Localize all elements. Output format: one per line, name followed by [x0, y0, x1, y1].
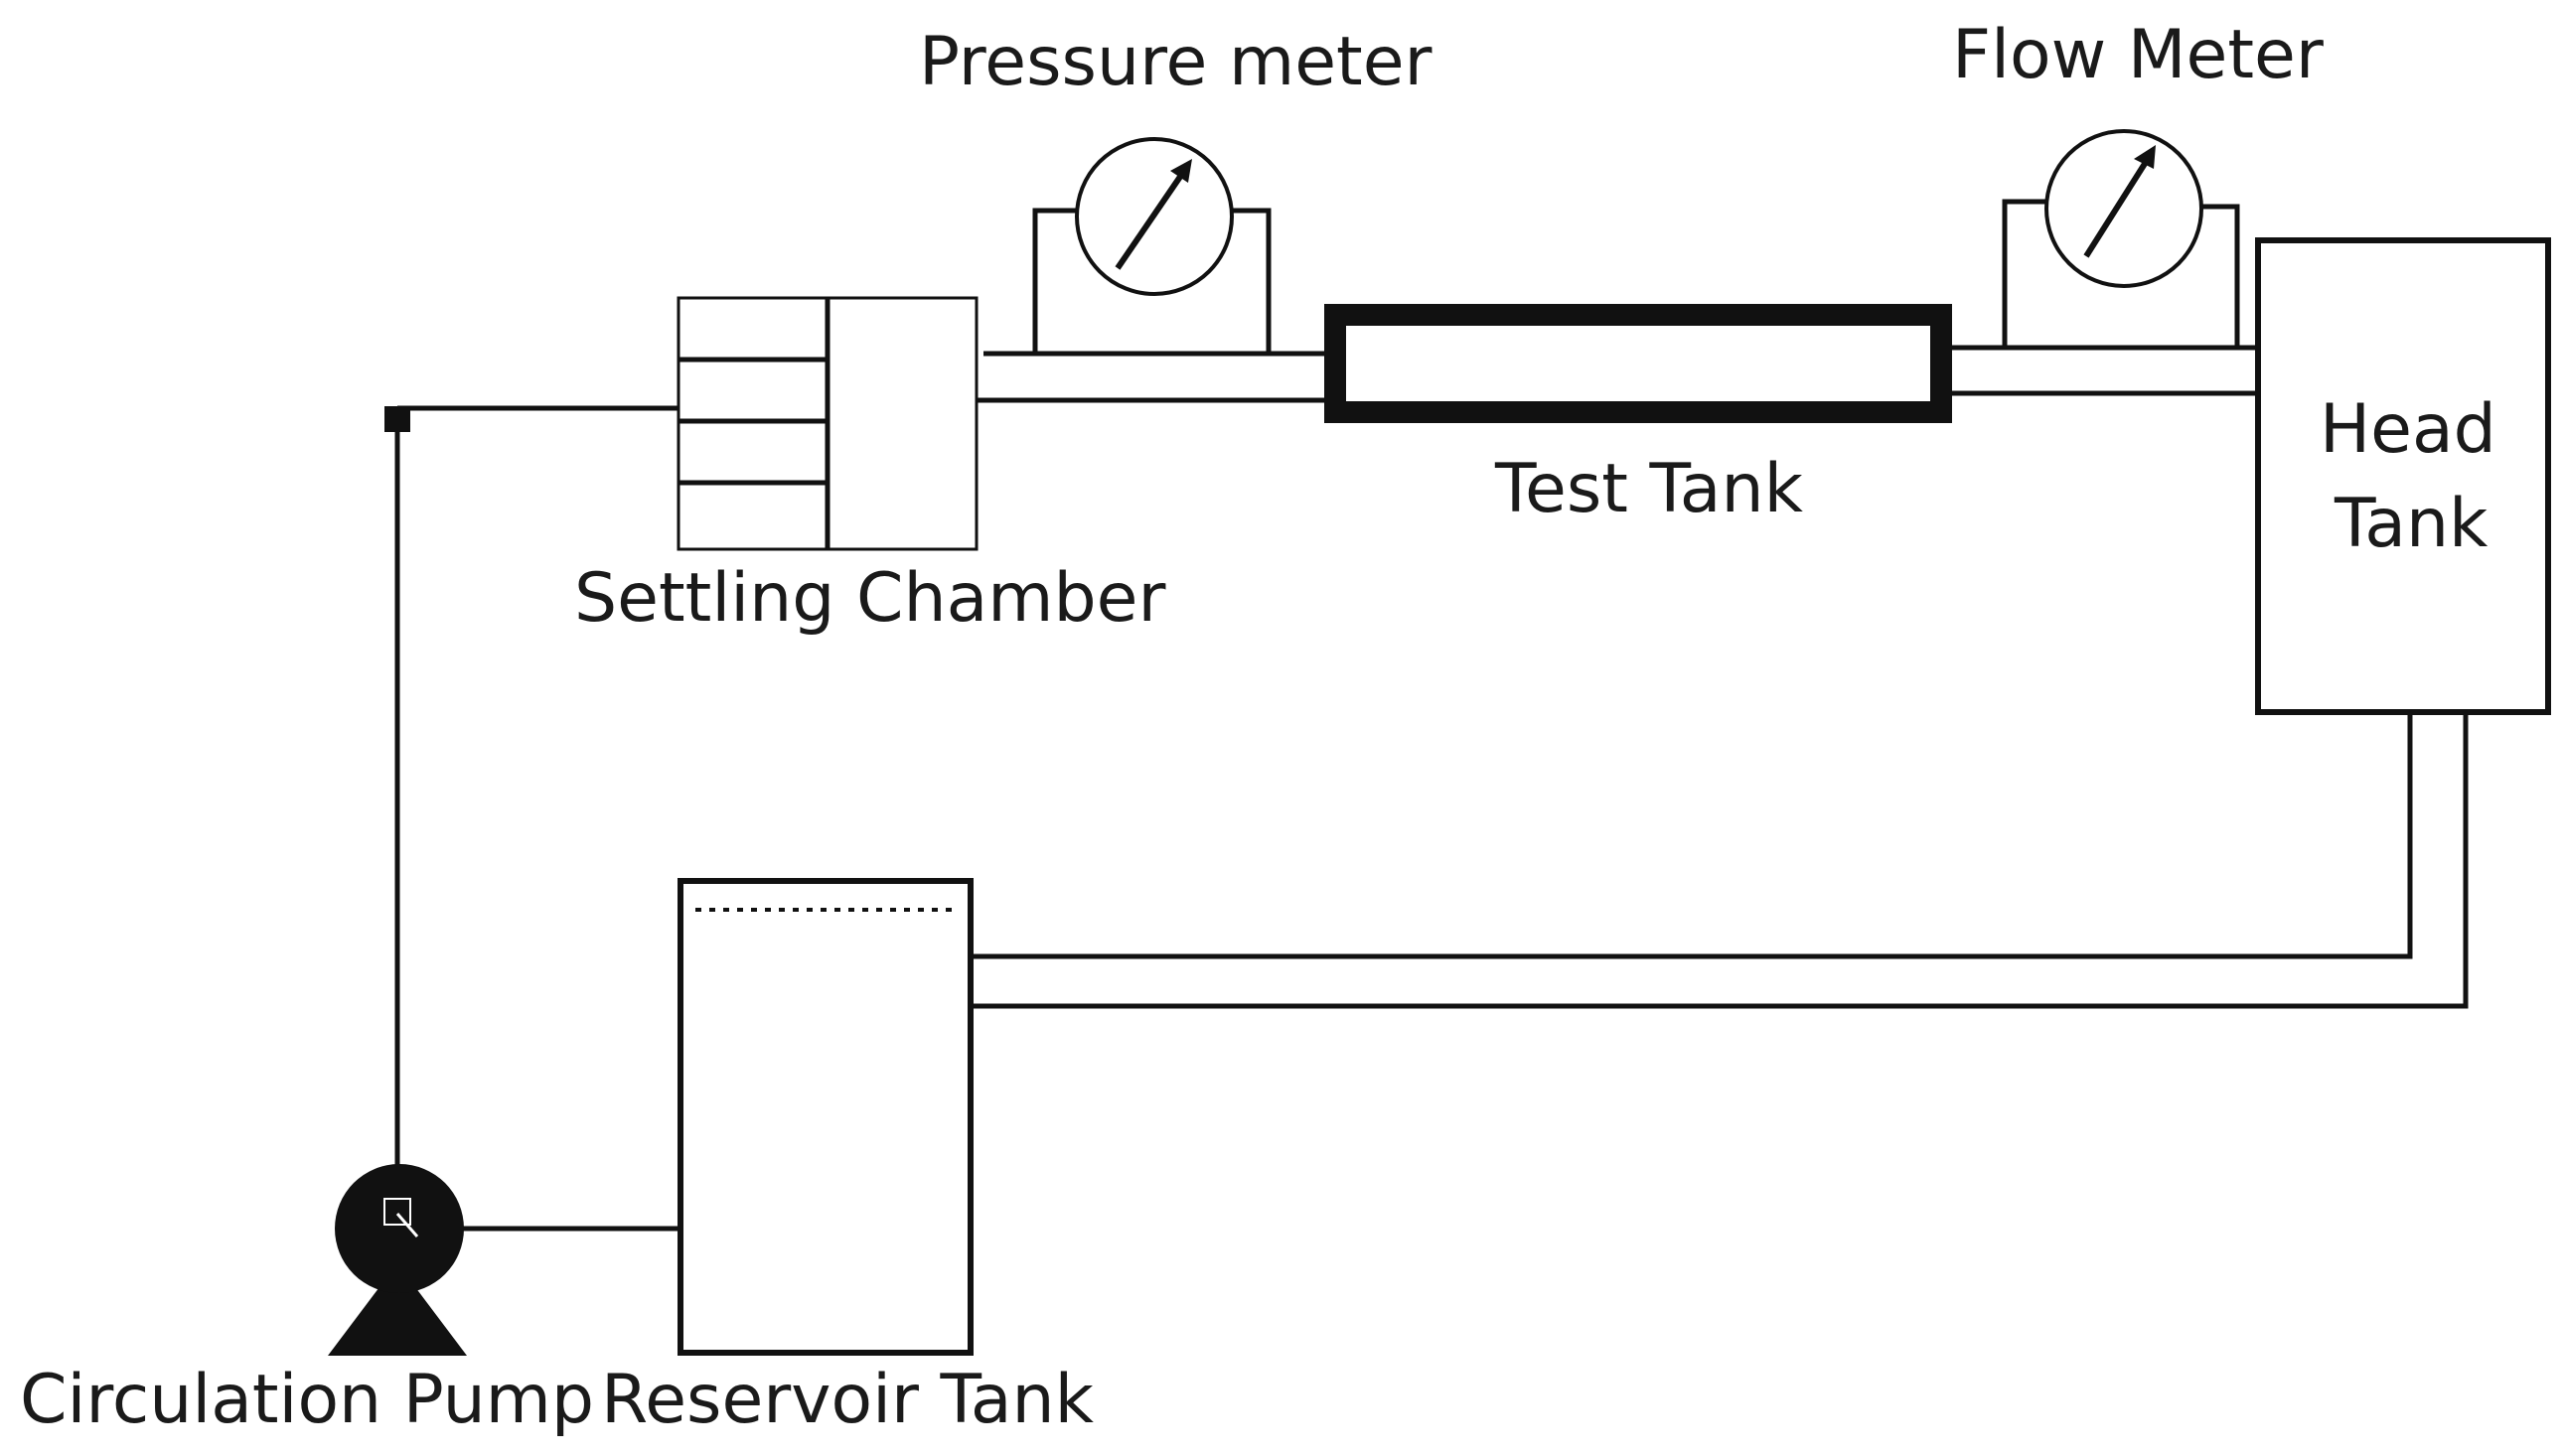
- test-tank-label: Test Tank: [1494, 450, 1804, 528]
- flow-needle-icon: [2134, 145, 2156, 169]
- reservoir-tank-label: Reservoir Tank: [601, 1361, 1095, 1439]
- settling-chamber-label: Settling Chamber: [574, 559, 1165, 638]
- pressure-needle-icon: [1170, 159, 1192, 183]
- test-tank: [1324, 304, 1952, 423]
- pressure-meter: [1032, 137, 1272, 354]
- flow-meter: [2002, 129, 2240, 348]
- head-tank-label-line1: Head: [2320, 390, 2496, 469]
- circulation-pump: [328, 1164, 467, 1356]
- circulation-pump-label: Circulation Pump: [20, 1361, 594, 1439]
- pump-riser-pipe: [384, 405, 679, 1214]
- outlet-pipe: [1952, 345, 2298, 396]
- head-tank-label-line2: Tank: [2334, 485, 2489, 563]
- return-pipe: [972, 712, 2469, 1009]
- head-tank: [2255, 237, 2551, 715]
- pressure-meter-label: Pressure meter: [919, 23, 1433, 101]
- flow-meter-label: Flow Meter: [1952, 16, 2324, 94]
- inlet-pipe: [977, 351, 1324, 403]
- reservoir-tank: [678, 878, 974, 1356]
- settling-chamber: [677, 296, 979, 551]
